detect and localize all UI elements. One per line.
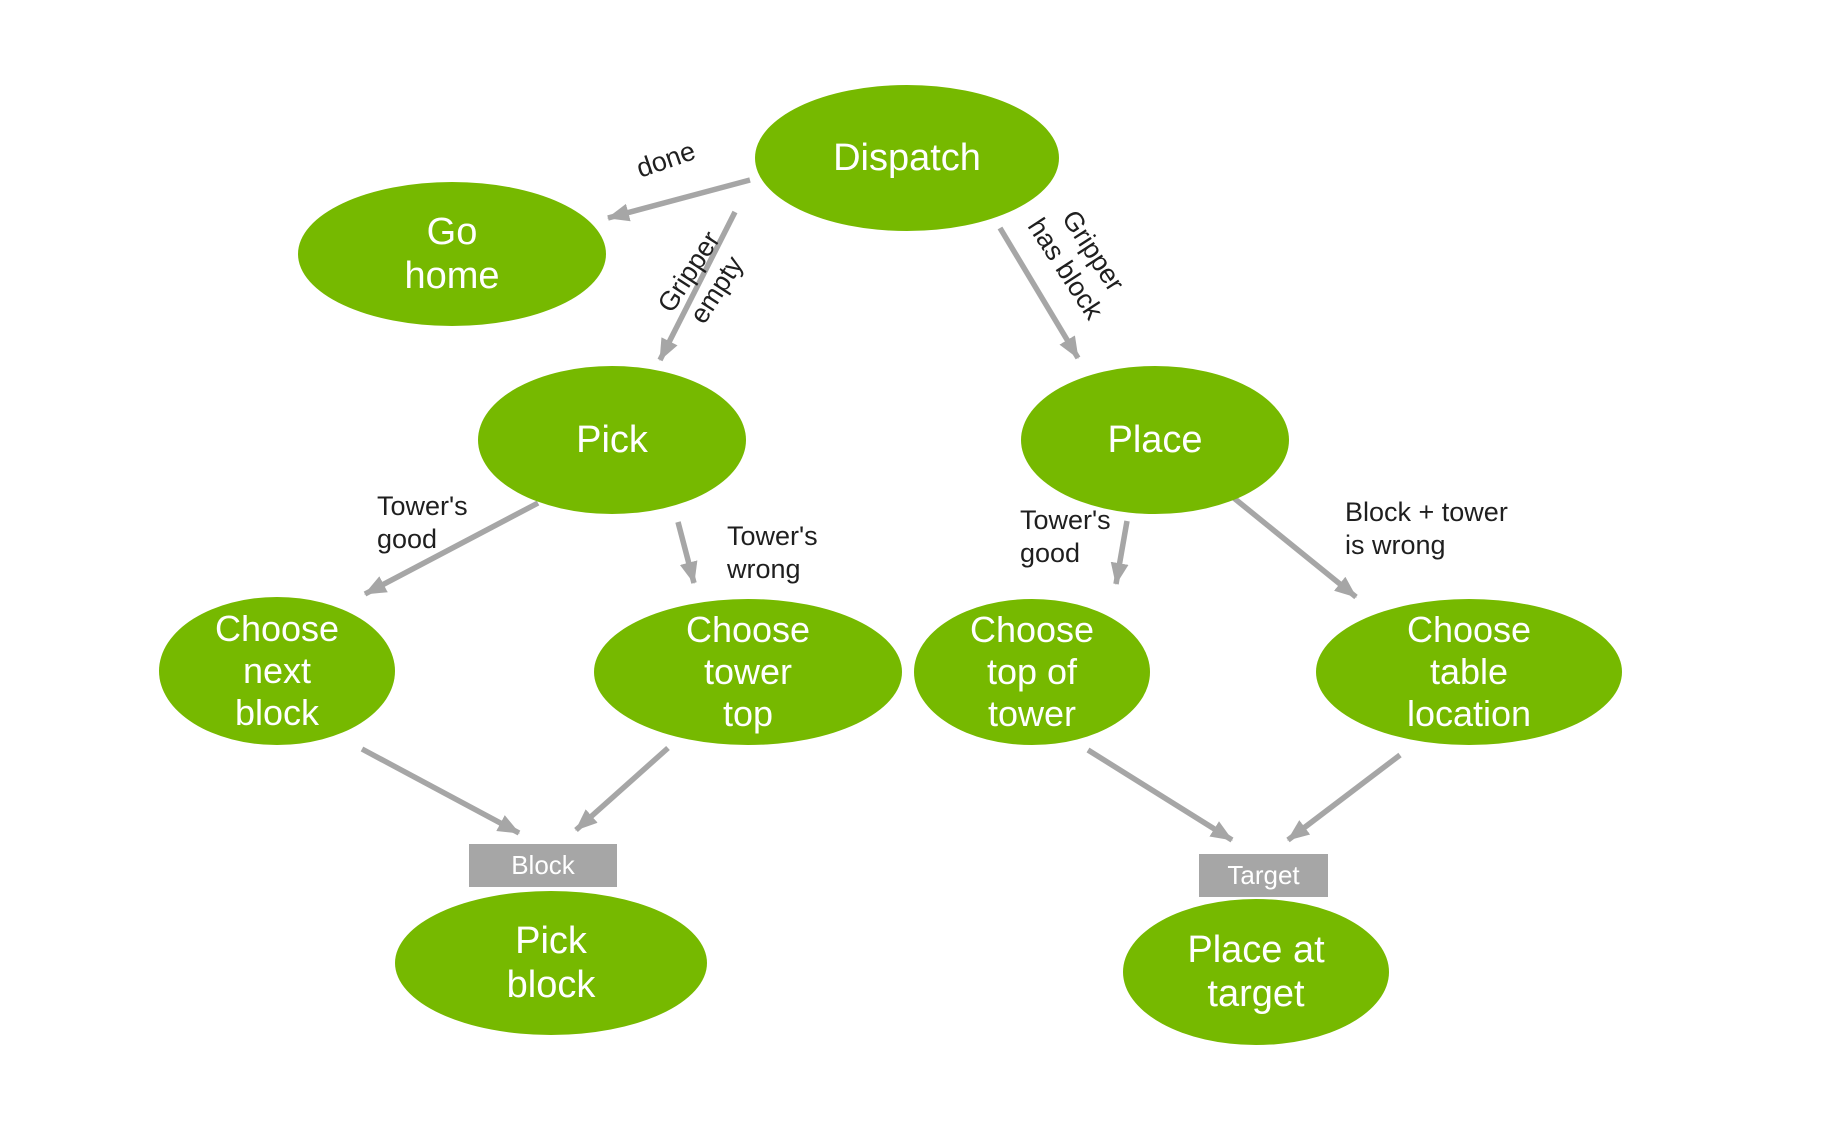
node-place-at-target: Place at target <box>1123 899 1389 1045</box>
edge-label-towers-good-left: Tower's good <box>377 491 468 554</box>
node-choose-tower-top: Choose tower top <box>594 599 902 745</box>
edge-label-block-tower-wrong: Block + tower is wrong <box>1345 497 1508 560</box>
node-dispatch: Dispatch <box>755 85 1059 231</box>
connector-block: Block <box>469 844 617 887</box>
node-label-go-home: Go home <box>404 210 500 297</box>
edge-arrow-dispatch-to-pick <box>657 210 738 362</box>
node-pick: Pick <box>478 366 746 514</box>
node-label-pick-block: Pick block <box>506 919 596 1006</box>
node-label-choose-top-of-tower: Choose top of tower <box>969 608 1095 735</box>
node-label-choose-table-location: Choose table location <box>1406 608 1532 735</box>
node-label-place: Place <box>1107 418 1203 461</box>
edge-arrow-choose-tower-top-to-block <box>574 745 670 833</box>
edge-arrow-dispatch-to-place <box>997 226 1081 360</box>
edge-arrow-choose-table-location-to-target <box>1286 752 1402 843</box>
edge-arrow-choose-next-block-to-block <box>360 746 521 836</box>
node-choose-top-of-tower: Choose top of tower <box>914 599 1150 745</box>
node-label-pick: Pick <box>576 418 648 461</box>
node-label-place-at-target: Place at target <box>1187 928 1325 1015</box>
edge-arrow-pick-to-choose-tower-top <box>675 521 698 584</box>
node-place: Place <box>1021 366 1289 514</box>
node-label-dispatch: Dispatch <box>833 136 981 179</box>
edge-label-towers-wrong: Tower's wrong <box>727 521 818 584</box>
node-pick-block: Pick block <box>395 891 707 1035</box>
node-label-choose-next-block: Choose next block <box>214 607 340 734</box>
node-label-choose-tower-top: Choose tower top <box>685 608 811 735</box>
edge-arrow-dispatch-to-go-home <box>607 177 751 222</box>
node-go-home: Go home <box>298 182 606 326</box>
edge-arrow-place-to-choose-top-of-tower <box>1110 520 1130 585</box>
connector-label-block: Block <box>511 850 575 880</box>
connector-target: Target <box>1199 854 1328 897</box>
edge-arrow-pick-to-choose-next-block <box>363 500 540 597</box>
node-choose-table-location: Choose table location <box>1316 599 1622 745</box>
node-choose-next-block: Choose next block <box>159 597 395 745</box>
connector-label-target: Target <box>1227 860 1300 890</box>
edge-arrow-choose-top-of-tower-to-target <box>1086 747 1234 843</box>
edge-label-towers-good-right: Tower's good <box>1020 505 1111 568</box>
